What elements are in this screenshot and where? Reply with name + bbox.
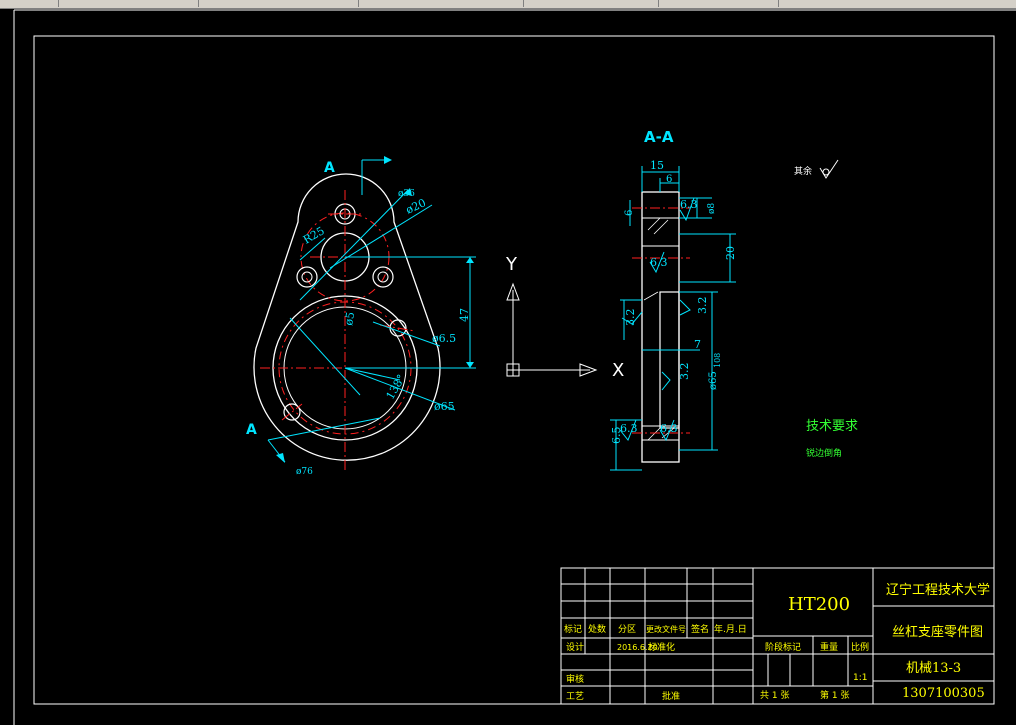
- section-hatch: [643, 217, 675, 441]
- tb-h-zone: 分区: [618, 624, 636, 635]
- section-label: A-A: [644, 128, 674, 146]
- tb-approve: 批准: [662, 690, 680, 702]
- technical-requirements: 技术要求 锐边倒角: [806, 419, 858, 459]
- dim-r63b: 6.3: [650, 256, 668, 269]
- tb-total: 共 1 张: [760, 690, 789, 701]
- tb-design-date: 2016.6.20: [617, 643, 658, 652]
- dim-h20: 20: [724, 246, 737, 260]
- ucs-y-label: Y: [505, 254, 518, 275]
- tb-h-doc: 更改文件号: [646, 624, 686, 634]
- front-arrowheads: [276, 156, 474, 463]
- tb-sheet: 第 1 张: [820, 689, 849, 701]
- toolbar-cell: [0, 0, 59, 7]
- dim-d65: ø65: [708, 371, 719, 390]
- section-bore: [659, 291, 680, 429]
- dim-d36: ø36: [398, 189, 415, 199]
- part-outline: [253, 173, 441, 461]
- dim-d65: ø65: [434, 400, 455, 413]
- toolbar-strip: [0, 0, 1016, 9]
- toolbar-cell: [58, 0, 199, 7]
- section-dimension-lines: [610, 166, 736, 471]
- tb-design: 设计: [566, 641, 584, 653]
- section-view[interactable]: A-A: [610, 128, 737, 471]
- tb-school: 辽宁工程技术大学: [886, 582, 990, 598]
- dim-r63d: 6.3: [660, 422, 678, 435]
- toolbar-cell: [658, 0, 779, 7]
- tb-process: 工艺: [566, 691, 584, 702]
- dim-r32b: 3.2: [696, 297, 709, 315]
- dim-d8: ø8: [707, 203, 717, 214]
- dim-d20: ø20: [404, 196, 428, 216]
- tb-h-sign: 签名: [691, 623, 709, 635]
- toolbar-cell: [523, 0, 659, 7]
- toolbar-cell: [358, 0, 524, 7]
- small-hole-inner: [377, 271, 389, 283]
- tb-weight: 重量: [820, 641, 838, 653]
- small-hole: [283, 403, 301, 421]
- tb-drawing-name: 丝杠支座零件图: [892, 624, 983, 640]
- small-hole: [372, 266, 394, 288]
- dim-r32a: 3.2: [624, 309, 637, 327]
- tb-student-no: 1307100305: [902, 686, 985, 701]
- roughness-symbols: [619, 197, 695, 442]
- dim-r25: R25: [301, 224, 327, 246]
- section-marker-top: A: [324, 160, 335, 176]
- front-view[interactable]: A A ø36 ø20 R25 ø5 ø6.5 47 138° ø65 ø76: [246, 156, 476, 477]
- tb-stage-mark: 阶段标记: [765, 641, 801, 653]
- tb-h-date: 年.月.日: [714, 623, 747, 635]
- title-block: 标记 处数 分区 更改文件号 签名 年.月.日 设计 2016.6.20 标准化…: [560, 567, 995, 705]
- tb-material: HT200: [788, 594, 850, 615]
- small-hole-inner: [301, 271, 313, 283]
- dim-r63c: 6.3: [620, 422, 638, 435]
- dim-h47: 47: [458, 308, 471, 322]
- tb-review: 审核: [566, 673, 584, 685]
- tb-scale: 比例: [851, 641, 869, 653]
- dim-h108: 108: [713, 353, 722, 368]
- tb-h-count: 处数: [588, 623, 606, 635]
- dim-k6: 6: [624, 210, 635, 216]
- dim-r63a: 6.3: [680, 198, 698, 211]
- tb-class: 机械13-3: [906, 661, 961, 676]
- drawing-border: [33, 35, 995, 705]
- dim-d76: ø76: [296, 467, 313, 477]
- small-hole: [296, 266, 318, 288]
- ucs-icon: Y X: [505, 254, 624, 381]
- dim-r32c: 3.2: [678, 363, 691, 381]
- section-marker-bottom: A: [246, 422, 257, 438]
- dim-w6: 6: [666, 174, 672, 185]
- tb-h-mark: 标记: [564, 623, 582, 635]
- tech-req-title: 技术要求: [806, 419, 858, 434]
- tb-scale-val: 1:1: [853, 673, 867, 683]
- front-dimension-lines: [267, 159, 476, 463]
- ucs-x-label: X: [612, 360, 624, 381]
- toolbar-cell: [198, 0, 359, 7]
- dim-d5: ø5: [342, 311, 357, 327]
- dim-d65a: ø6.5: [432, 332, 456, 345]
- dim-w7: 7: [694, 338, 701, 351]
- roughness-note-text: 其余: [794, 165, 812, 177]
- dim-w15: 15: [650, 159, 664, 172]
- tech-req-item: 锐边倒角: [806, 447, 842, 459]
- section-centerlines: [632, 207, 690, 434]
- roughness-note: 其余: [794, 159, 839, 179]
- tb-standard: 标准化: [648, 641, 675, 653]
- dim-h65: 6.5: [610, 427, 623, 445]
